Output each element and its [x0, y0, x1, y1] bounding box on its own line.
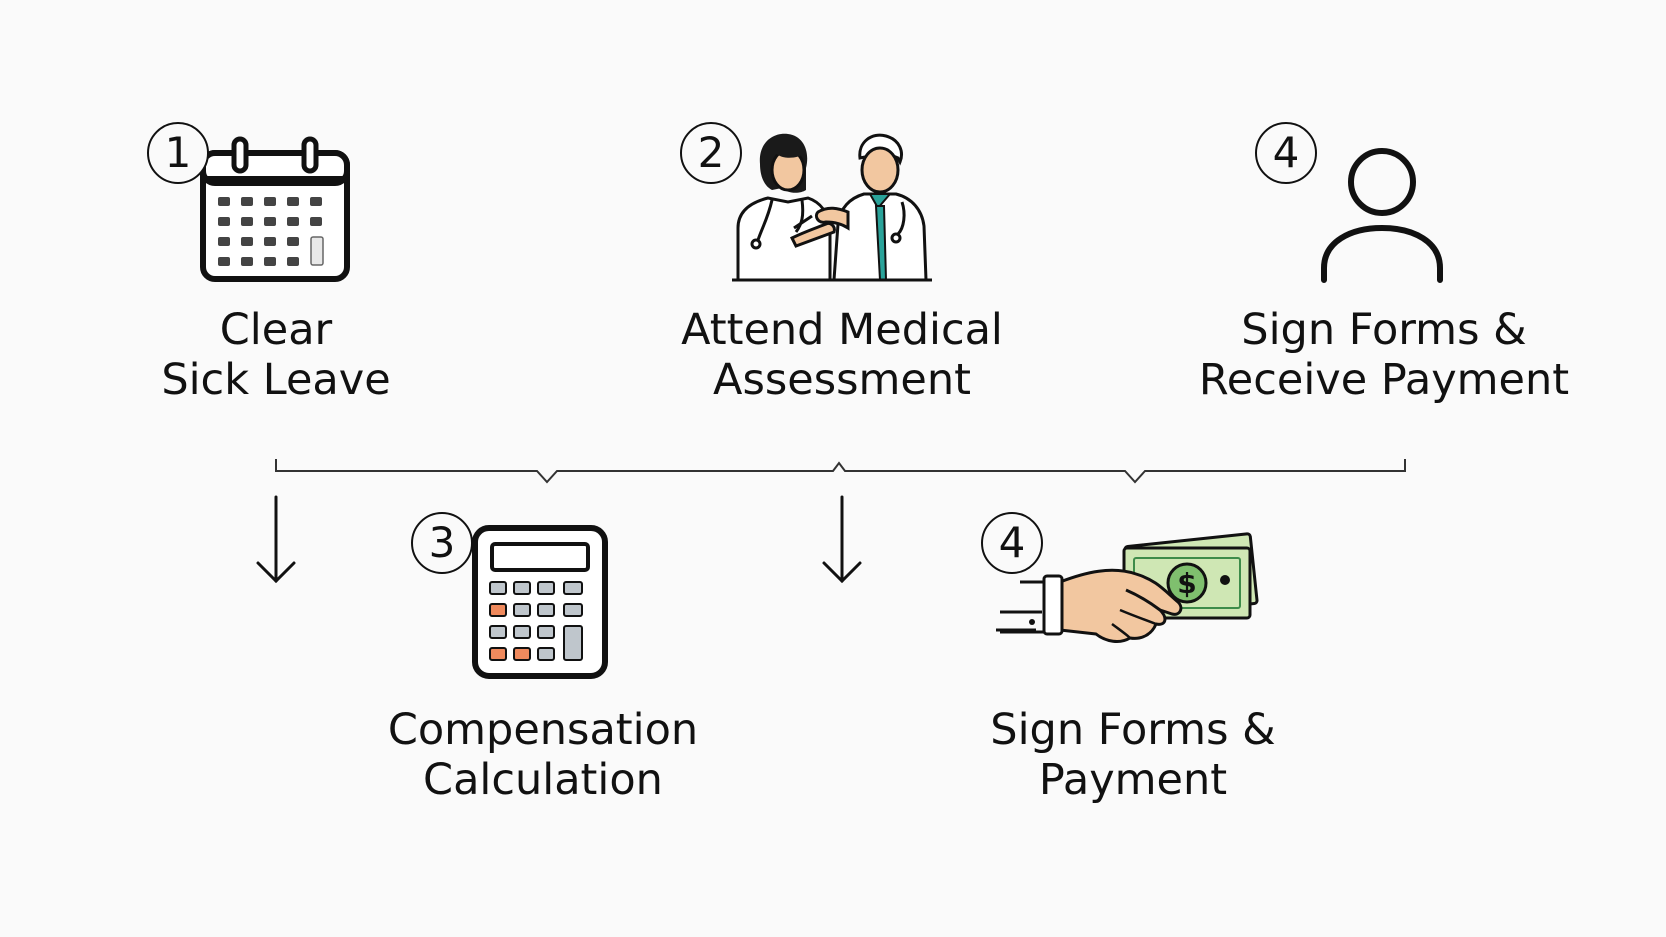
step-3-label: Compensation Calculation [343, 705, 743, 805]
calendar-icon [200, 136, 350, 282]
step-2-label-line2: Assessment [713, 355, 971, 405]
down-arrow-center [822, 495, 862, 584]
step-2-number: 2 [680, 122, 742, 184]
step-1-label: Clear Sick Leave [76, 305, 476, 405]
person-icon [1321, 148, 1443, 283]
step-4-top-label: Sign Forms & Receive Payment [1184, 305, 1584, 405]
step-2-label-line1: Attend Medical [681, 305, 1003, 355]
step-3-label-line1: Compensation [387, 705, 699, 755]
down-arrow-left [256, 495, 296, 584]
step-3-number: 3 [411, 512, 473, 574]
step-2-label: Attend Medical Assessment [642, 305, 1042, 405]
step-4-bottom-label: Sign Forms & Payment [933, 705, 1333, 805]
step-1-number: 1 [147, 122, 209, 184]
step-4-bottom-label-line2: Payment [1038, 755, 1228, 805]
svg-text:$: $ [1177, 567, 1196, 600]
step-1-label-line1: Clear [219, 305, 333, 355]
step-3-label-line2: Calculation [423, 755, 663, 805]
step-4-top-label-line2: Receive Payment [1198, 355, 1570, 405]
step-4-top-number: 4 [1255, 122, 1317, 184]
step-1-label-line2: Sick Leave [161, 355, 391, 405]
doctors-icon [732, 133, 932, 282]
step-4-top-label-line1: Sign Forms & [1241, 305, 1527, 355]
bracket-line [275, 459, 1406, 484]
step-4-bottom-number: 4 [981, 512, 1043, 574]
calculator-icon [472, 525, 608, 679]
step-4-bottom-label-line1: Sign Forms & [990, 705, 1276, 755]
money-hand-icon: $ [996, 532, 1259, 643]
